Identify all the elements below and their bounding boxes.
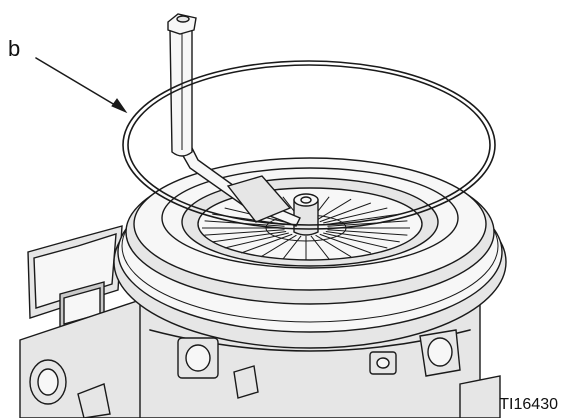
grate-rib [315,198,352,222]
grate-rib [323,207,388,224]
grate-rib [327,229,408,236]
inlet-fitting [29,359,111,418]
grate-rib [327,220,408,227]
agitator-rod [167,13,197,157]
callout-arrow [35,57,128,114]
agitator-arm [181,147,301,227]
grate-rib [319,202,372,223]
grate-rib [224,232,289,249]
front-fittings [177,337,259,399]
grate-rib [323,232,388,249]
figure-id: TI16430 [499,396,558,413]
o-ring-gasket [122,60,496,230]
grate-rib [204,229,285,236]
callout-label-b: b [8,36,21,61]
grate-rib [325,230,400,243]
center-shaft [293,193,319,236]
grate-rib [282,235,302,260]
grate-rib [325,213,400,226]
grate-rib [310,235,330,260]
grate-rib [212,230,287,243]
grate-rib [240,233,293,254]
grate-rib [315,234,352,258]
grate-rib [319,233,372,254]
grate-rib [260,234,297,258]
strainer-grate [202,196,410,260]
right-fittings [369,329,501,418]
